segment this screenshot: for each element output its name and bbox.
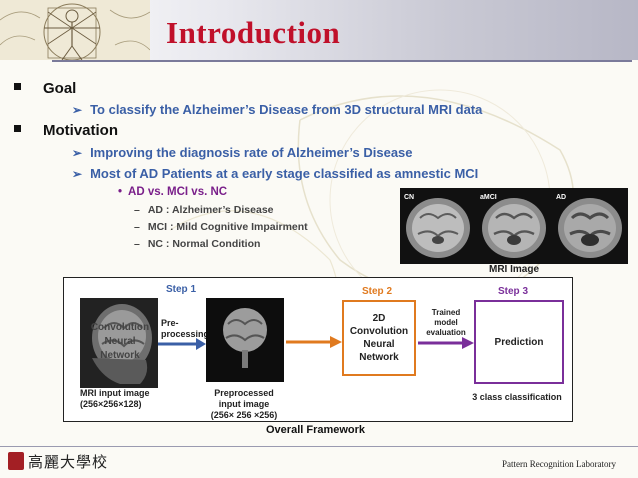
trained-model-label: Trained model evaluation [426,308,466,337]
arrow-bullet-icon: ➢ [72,146,83,160]
motivation-heading-text: Motivation [43,122,118,139]
definition-item: –AD : Alzheimer’s Disease [134,204,274,216]
mri-image-panel: CN aMCI AD [400,188,628,264]
square-bullet-icon [14,125,21,132]
slide-title: Introduction [166,15,341,50]
classification-caption: 3 class classification [472,392,562,402]
motivation-heading: Motivation [14,122,118,139]
definition-item: –MCI : Mild Cognitive Impairment [134,221,308,233]
goal-heading: Goal [14,80,76,97]
mri-label-cn: CN [404,194,414,201]
vitruvian-sketch [0,0,151,61]
mri-input-caption: MRI input image (256×256×128) [80,388,150,409]
step-3-in-arrow [418,337,474,349]
goal-heading-text: Goal [43,80,77,97]
step-1-arrow [158,338,206,350]
step-1-label: Step 1 [166,284,197,295]
dash-bullet-icon: – [134,204,140,216]
framework-caption: Overall Framework [266,424,366,436]
footer-school-name: 高麗大學校 [28,453,109,471]
arrow-bullet-icon: ➢ [72,167,83,181]
goal-item: ➢ To classify the Alzheimer’s Disease fro… [72,102,482,117]
cnn-overlay-text: Convolution Neural Network [90,322,150,361]
footer-lab-name: Pattern Recognition Laboratory [502,459,616,469]
goal-item-text: To classify the Alzheimer’s Disease from… [90,102,483,117]
sub-bullet: • AD vs. MCI vs. NC [118,186,227,198]
motivation-item-text: Most of AD Patients at a early stage cla… [90,166,479,181]
university-emblem-icon [8,452,24,470]
cnn-box: 2D Convolution Neural Network [342,300,416,376]
definition-text: AD : Alzheimer’s Disease [147,204,274,216]
step-2-in-arrow [286,336,342,348]
dot-bullet-icon: • [118,186,123,198]
mri-image-caption: MRI Image [489,264,540,275]
preprocessed-caption: Preprocessed input image (256× 256 ×256) [210,388,278,420]
mri-label-amci: aMCI [480,194,497,201]
definition-text: MCI : Mild Cognitive Impairment [147,221,308,233]
motivation-item: ➢ Most of AD Patients at a early stage cl… [72,166,478,181]
step-3-label: Step 3 [498,286,529,297]
preprocessing-label: Pre- processing [161,318,210,339]
mri-input-image [80,298,158,388]
preprocessed-image [206,298,284,382]
motivation-item-text: Improving the diagnosis rate of Alzheime… [90,145,413,160]
definition-item: –NC : Normal Condition [134,238,260,250]
title-divider [52,60,632,62]
mri-label-ad: AD [556,194,566,201]
footer-divider [0,446,638,447]
dash-bullet-icon: – [134,238,140,250]
motivation-item: ➢ Improving the diagnosis rate of Alzheim… [72,145,413,160]
step-2-label: Step 2 [362,286,393,297]
square-bullet-icon [14,83,21,90]
dash-bullet-icon: – [134,221,140,233]
sub-bullet-text: AD vs. MCI vs. NC [128,186,228,198]
prediction-box: Prediction [474,300,564,384]
arrow-bullet-icon: ➢ [72,103,83,117]
framework-diagram: Step 1 Step 2 Step 3 Convolution Neural … [63,277,573,422]
definition-text: NC : Normal Condition [147,238,261,250]
